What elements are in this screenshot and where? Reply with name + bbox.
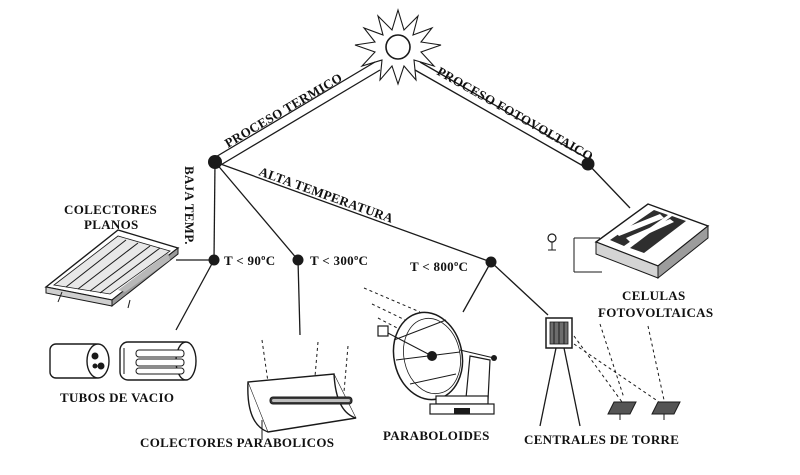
vacuum-tube-connector xyxy=(175,259,215,331)
photovoltaic-process-label: PROCESO FOTOVOLTAICO xyxy=(435,64,597,164)
pv-connector xyxy=(587,163,631,209)
sun-icon xyxy=(354,8,442,86)
solar-tower-icon xyxy=(539,317,681,427)
pv-cells-label-line1: CELULAS xyxy=(622,288,686,303)
thermal-branch-line xyxy=(213,61,381,167)
paraboloid-dish-icon xyxy=(363,287,497,415)
mid-temp-line xyxy=(214,161,299,261)
flat-collectors-label-line2: PLANOS xyxy=(84,217,139,232)
pv-cells-label-line2: FOTOVOLTAICAS xyxy=(598,305,713,320)
high-temp-label: ALTA TEMPERATURA xyxy=(257,164,396,226)
low-temp-line xyxy=(213,161,216,261)
low-temp-label: BAJA TEMP. xyxy=(182,166,197,245)
tower-plants-label: CENTRALES DE TORRE xyxy=(524,432,679,447)
paraboloid-connector xyxy=(462,261,492,313)
t800-label: T < 800ºC xyxy=(410,259,468,274)
high-temp-line xyxy=(214,161,492,263)
photovoltaic-branch-line xyxy=(414,61,591,168)
vacuum-tube-icon xyxy=(49,341,197,381)
thermal-process-label: PROCESO TERMICO xyxy=(222,70,345,151)
flat-collectors-label-line1: COLECTORES xyxy=(64,202,157,217)
t90-label: T < 90ºC xyxy=(224,253,275,268)
flat-collector-icon xyxy=(44,229,180,309)
pv-cell-icon xyxy=(547,203,710,280)
parabolic-connector xyxy=(297,259,301,336)
parabolic-collectors-label: COLECTORES PARABOLICOS xyxy=(140,435,334,450)
tower-connector xyxy=(490,261,549,316)
vacuum-tubes-label: TUBOS DE VACIO xyxy=(60,390,174,405)
t300-label: T < 300ºC xyxy=(310,253,368,268)
parabolic-trough-icon xyxy=(247,339,357,440)
paraboloids-label: PARABOLOIDES xyxy=(383,428,490,443)
